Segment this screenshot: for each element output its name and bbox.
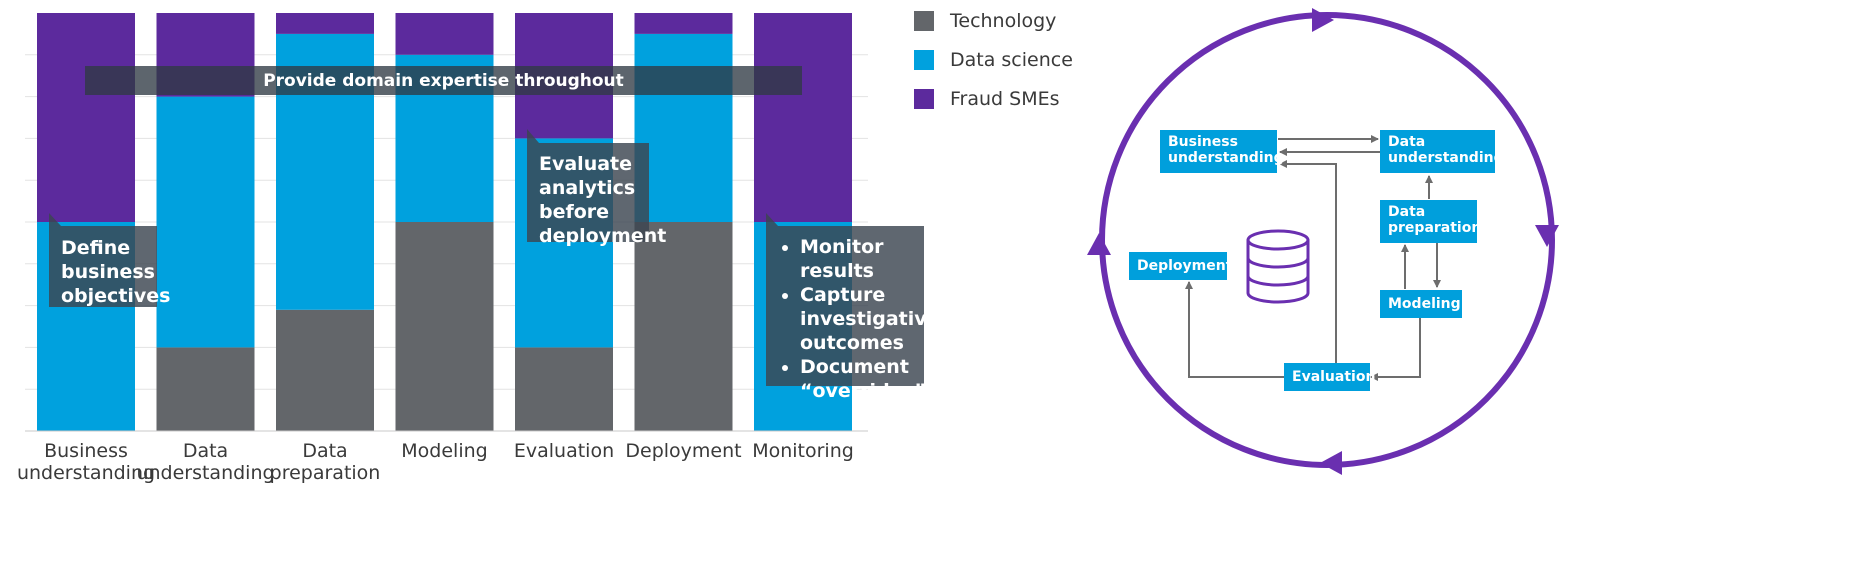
bar-segment-technology <box>515 347 613 431</box>
box-data-preparation: Data preparation <box>1380 200 1481 243</box>
bar-segment-fraud-smes <box>395 13 494 55</box>
bar-segment-fraud-smes <box>276 13 374 34</box>
x-tick-label-line: Evaluation <box>513 440 615 462</box>
define-callout-box <box>49 213 157 307</box>
box-deployment: Deployment <box>1129 252 1232 280</box>
box-modeling: Modeling <box>1380 290 1462 318</box>
x-tick-label-line: Business <box>44 440 128 462</box>
bar-segment-fraud-smes <box>37 13 135 222</box>
x-tick-label: Modeling <box>375 440 515 462</box>
banner-box <box>85 66 802 95</box>
bar-segment-data-science <box>156 96 255 348</box>
banner-text: Provide domain expertise throughout <box>263 71 624 91</box>
x-tick-label-line: understanding <box>16 462 156 484</box>
x-tick-label: Evaluation <box>494 440 634 462</box>
x-tick-label-line: Data <box>302 440 348 462</box>
monitor-item: Capture investigative outcomes <box>800 283 940 355</box>
legend-swatch <box>914 50 934 70</box>
arrow-modeling-to-evaluation <box>1370 318 1421 381</box>
ring-arrowhead-icon <box>1320 451 1342 475</box>
monitor-callout-box <box>766 213 924 386</box>
evaluate-annotation: Evaluate analytics before deployment <box>539 153 667 247</box>
box-evaluation: Evaluation <box>1284 363 1375 391</box>
bar-segment-technology <box>395 222 494 431</box>
bar-segment-fraud-smes <box>754 13 852 222</box>
evaluate-callout-box <box>527 129 649 242</box>
monitor-item: Monitor results <box>800 235 922 283</box>
ring-arrowhead-icon <box>1312 8 1334 32</box>
ring-arrowhead-icon <box>1535 225 1559 247</box>
legend-swatch <box>914 89 934 109</box>
legend-label: Technology <box>950 10 1057 32</box>
ring-arrowhead-icon <box>1087 233 1111 255</box>
legend-item-fraud-smes: Fraud SMEs <box>914 88 1060 110</box>
legend-swatch <box>914 11 934 31</box>
stacked-bar-chart <box>25 13 924 432</box>
legend-label: Fraud SMEs <box>950 88 1060 110</box>
bar-segment-data-science <box>634 33 733 223</box>
bar-segment-technology <box>276 309 374 431</box>
x-tick-label-line: Deployment <box>625 440 742 462</box>
bar-segment-technology <box>634 222 733 431</box>
cycle-ring <box>1099 12 1555 468</box>
box-data-understanding: Data understanding <box>1380 130 1504 173</box>
bar-segment-fraud-smes <box>634 13 733 34</box>
box-business-understanding: Business understanding <box>1160 130 1284 173</box>
x-tick-label-line: preparation <box>269 462 381 484</box>
bar-segment-technology <box>156 347 255 431</box>
legend-item-data-science: Data science <box>914 49 1073 71</box>
x-tick-label-line: Data <box>182 440 229 462</box>
monitor-item: Document “overrides” <box>800 355 926 403</box>
x-tick-label: Deployment <box>614 440 754 462</box>
x-tick-label-line: Monitoring <box>752 440 854 462</box>
database-icon <box>1246 229 1310 304</box>
legend-item-technology: Technology <box>914 10 1056 32</box>
x-tick-label: Monitoring <box>733 440 873 462</box>
arrow-evaluation-to-deployment <box>1185 281 1284 378</box>
arrow-evaluation-to-business <box>1279 160 1337 368</box>
x-tick-label-line: understanding <box>136 462 275 484</box>
x-tick-label-line: Modeling <box>401 440 488 462</box>
define-annotation: Define business objectives <box>61 237 171 307</box>
legend-label: Data science <box>950 49 1073 71</box>
monitor-annotation: Monitor results Capture investigative ou… <box>772 235 940 403</box>
